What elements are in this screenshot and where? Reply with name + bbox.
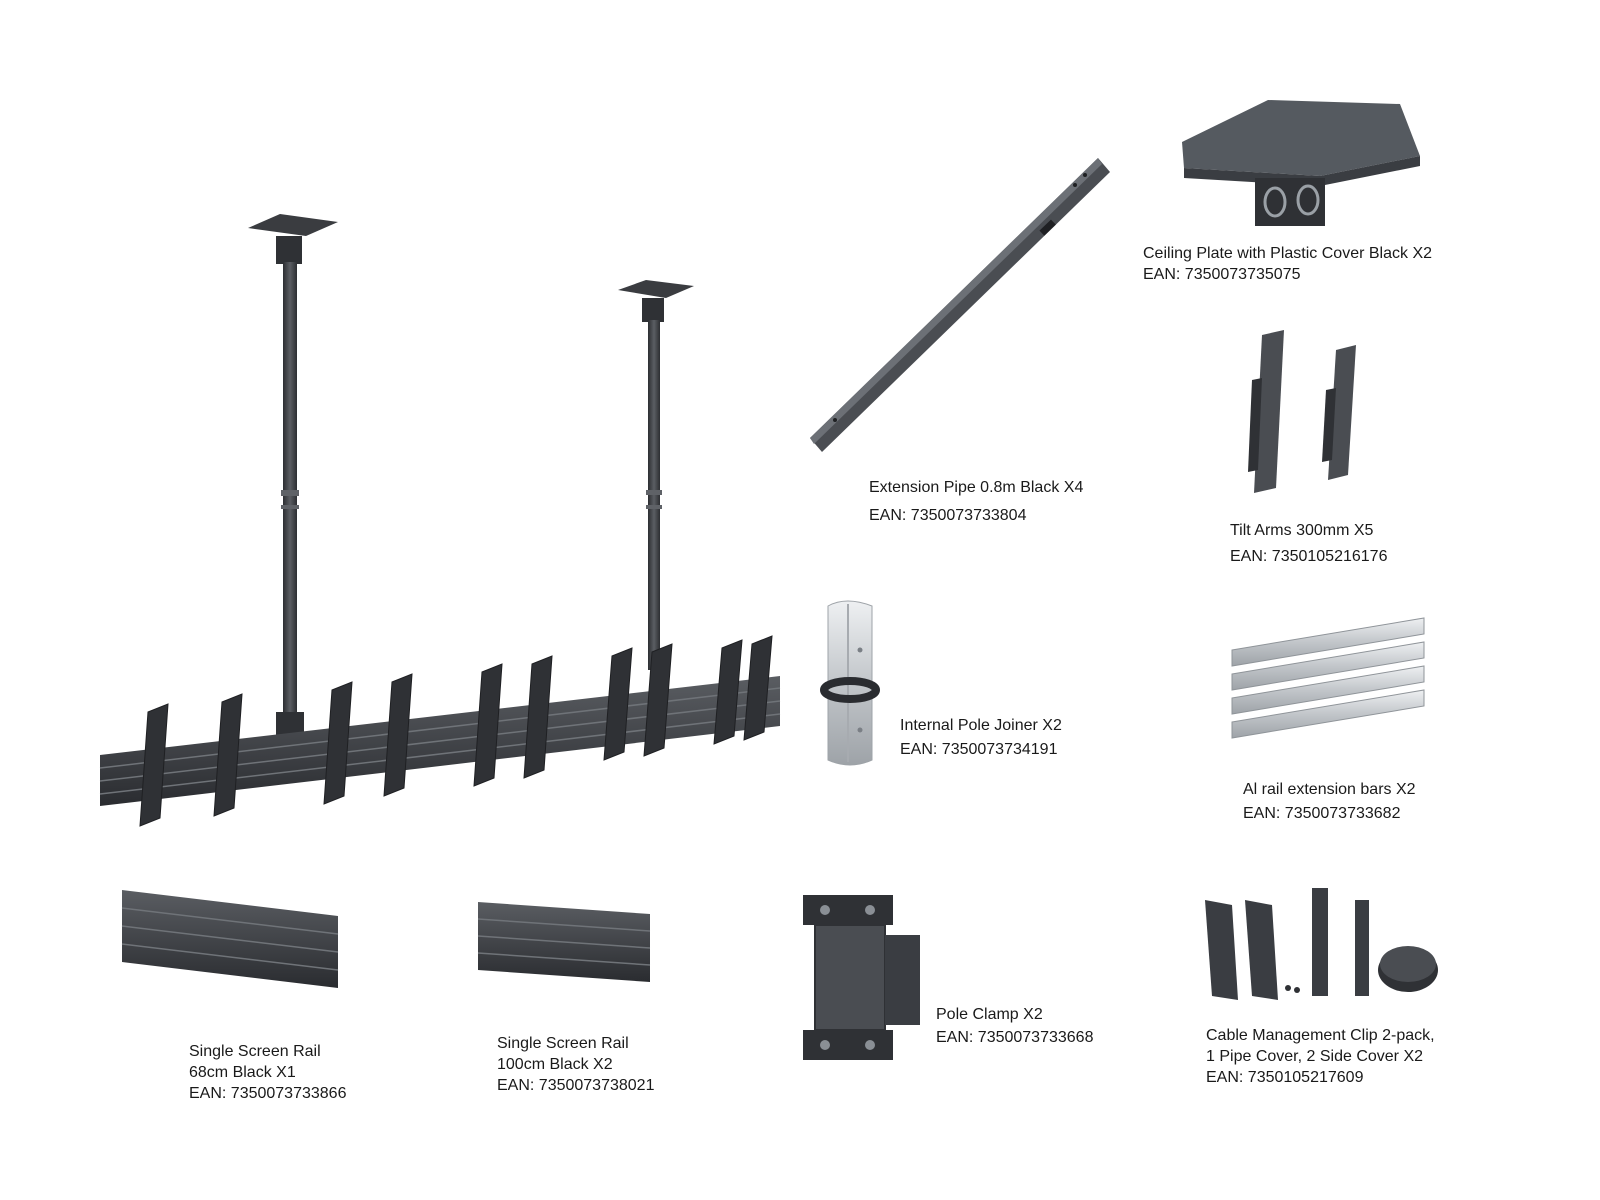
cable-clip-detail: 1 Pipe Cover, 2 Side Cover X2	[1206, 1048, 1424, 1065]
rail-68cm-name: Single Screen Rail	[189, 1043, 321, 1060]
rail-68cm-size: 68cm Black X1	[189, 1064, 296, 1081]
rail-100cm-ean: EAN: 7350073738021	[497, 1077, 655, 1094]
ceiling-plate-ean: EAN: 7350073735075	[1143, 266, 1301, 283]
rail-100cm-name: Single Screen Rail	[497, 1035, 629, 1052]
rail-extension-name: Al rail extension bars X2	[1243, 781, 1416, 798]
rail-68cm-ean: EAN: 7350073733866	[189, 1085, 347, 1102]
extension-pipe-name: Extension Pipe 0.8m Black X4	[869, 479, 1084, 496]
ceiling-plate-label: Ceiling Plate with Plastic Cover Black X…	[1143, 243, 1432, 285]
cable-management-illustration	[1205, 888, 1438, 1000]
pole-joiner-illustration	[820, 600, 880, 766]
cable-clip-label: Cable Management Clip 2-pack, 1 Pipe Cov…	[1206, 1025, 1435, 1088]
rail-extension-ean: EAN: 7350073733682	[1243, 805, 1401, 822]
extension-pipe-illustration	[810, 158, 1110, 452]
assembled-rail	[99, 676, 781, 806]
rail-68cm-label: Single Screen Rail 68cm Black X1 EAN: 73…	[189, 1041, 346, 1104]
tilt-arms-label: Tilt Arms 300mm X5 EAN: 7350105216176	[1230, 518, 1387, 570]
ceiling-plate-name: Ceiling Plate with Plastic Cover Black X…	[1143, 245, 1433, 262]
rail-100cm-size: 100cm Black X2	[497, 1056, 613, 1073]
rail-extension-bars-illustration	[1231, 617, 1425, 739]
rail-68cm-illustration	[121, 890, 339, 988]
extension-pipe-label: Extension Pipe 0.8m Black X4 EAN: 735007…	[869, 474, 1083, 530]
tilt-arms-illustration	[1248, 330, 1356, 493]
tilt-arms-ean: EAN: 7350105216176	[1230, 548, 1388, 565]
assembled-mount-illustration	[99, 214, 781, 827]
pole-clamp-ean: EAN: 7350073733668	[936, 1029, 1094, 1046]
extension-pipe-ean: EAN: 7350073733804	[869, 507, 1027, 524]
assembled-tilt-arms	[139, 635, 773, 827]
assembled-right-pole	[618, 280, 694, 670]
pole-joiner-label: Internal Pole Joiner X2 EAN: 73500737341…	[900, 714, 1062, 762]
assembled-left-pole	[248, 214, 338, 781]
rail-100cm-label: Single Screen Rail 100cm Black X2 EAN: 7…	[497, 1033, 654, 1096]
rail-extension-label: Al rail extension bars X2 EAN: 735007373…	[1243, 778, 1416, 826]
pole-clamp-label: Pole Clamp X2 EAN: 7350073733668	[936, 1003, 1093, 1049]
pole-clamp-illustration	[803, 895, 920, 1060]
cable-clip-ean: EAN: 7350105217609	[1206, 1069, 1364, 1086]
rail-100cm-illustration	[477, 902, 651, 982]
ceiling-plate-illustration	[1182, 100, 1420, 226]
pole-joiner-ean: EAN: 7350073734191	[900, 741, 1058, 758]
cable-clip-name: Cable Management Clip 2-pack,	[1206, 1027, 1435, 1044]
pole-joiner-name: Internal Pole Joiner X2	[900, 717, 1062, 734]
pole-clamp-name: Pole Clamp X2	[936, 1006, 1043, 1023]
tilt-arms-name: Tilt Arms 300mm X5	[1230, 522, 1374, 539]
